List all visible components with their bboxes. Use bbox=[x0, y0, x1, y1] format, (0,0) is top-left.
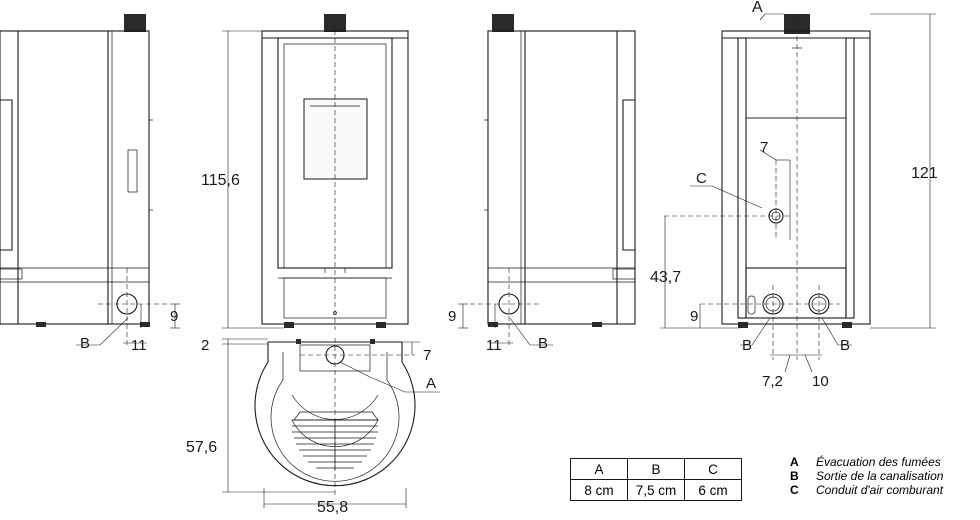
spec-value-a: 8 cm bbox=[570, 479, 628, 501]
dim-height-front: 115,6 bbox=[201, 172, 240, 189]
front-view: 115,6 bbox=[201, 14, 409, 330]
marker-a-plan: A bbox=[426, 375, 436, 392]
rear-view: 7 C A 121 43,7 9 B B 7,2 10 bbox=[650, 0, 938, 390]
dim-c-offset: 7 bbox=[760, 139, 768, 156]
flue-pipe bbox=[492, 14, 514, 32]
door-window bbox=[303, 98, 368, 180]
legend-label: Évacuation des fumées bbox=[816, 455, 941, 469]
dim-rear-spacing-10: 10 bbox=[812, 373, 829, 390]
dim-depth: 57,6 bbox=[186, 439, 217, 456]
side-view-right: 9 11 B bbox=[448, 14, 636, 354]
dim-side-right-11: 11 bbox=[486, 337, 502, 354]
grate-lines bbox=[292, 420, 378, 470]
legend-item: A Évacuation des fumées bbox=[790, 455, 943, 469]
marker-b-left: B bbox=[80, 335, 90, 352]
spec-header-a: A bbox=[570, 458, 628, 480]
legend-key: A bbox=[790, 455, 799, 469]
spec-value-b: 7,5 cm bbox=[627, 479, 685, 501]
legend-label: Conduit d'air comburant bbox=[816, 483, 944, 497]
dim-outlet-height: 43,7 bbox=[650, 269, 681, 286]
top-view: 2 7 A 57,6 55,8 bbox=[186, 337, 440, 516]
legend-item: C Conduit d'air comburant bbox=[790, 483, 943, 497]
legend-item: B Sortie de la canalisation bbox=[790, 469, 943, 483]
spec-table: A B C 8 cm 7,5 cm 6 cm bbox=[570, 458, 742, 501]
marker-a-top: A bbox=[752, 0, 763, 16]
dim-height-rear: 121 bbox=[911, 165, 938, 182]
marker-b-rear-right: B bbox=[840, 337, 850, 354]
spec-table-header: A B C bbox=[570, 458, 742, 480]
legend-label: Sortie de la canalisation bbox=[816, 469, 944, 483]
dim-rear-b-9: 9 bbox=[690, 308, 698, 325]
marker-c-rear: C bbox=[696, 170, 707, 187]
dim-width: 55,8 bbox=[317, 499, 348, 515]
spec-value-c: 6 cm bbox=[684, 479, 742, 501]
dim-side-left-9: 9 bbox=[170, 308, 178, 325]
dim-rear-spacing-7-2: 7,2 bbox=[762, 373, 783, 390]
spec-header-b: B bbox=[627, 458, 685, 480]
marker-b-rear-left: B bbox=[742, 337, 752, 354]
dim-side-left-11: 11 bbox=[131, 337, 147, 354]
spec-header-c: C bbox=[684, 458, 742, 480]
legend-key: B bbox=[790, 469, 799, 483]
marker-b-side: B bbox=[538, 335, 548, 352]
flue-pipe bbox=[124, 14, 146, 32]
side-view-left: 9 11 B bbox=[0, 14, 180, 354]
legend-key: C bbox=[790, 483, 799, 497]
spec-table-row: 8 cm 7,5 cm 6 cm bbox=[570, 479, 742, 501]
dim-side-right-9: 9 bbox=[448, 308, 456, 325]
control-panel bbox=[127, 149, 138, 193]
legend: A Évacuation des fumées B Sortie de la c… bbox=[790, 455, 943, 497]
dim-flue-offset: 7 bbox=[423, 347, 431, 364]
dim-top-offset: 2 bbox=[201, 337, 209, 354]
